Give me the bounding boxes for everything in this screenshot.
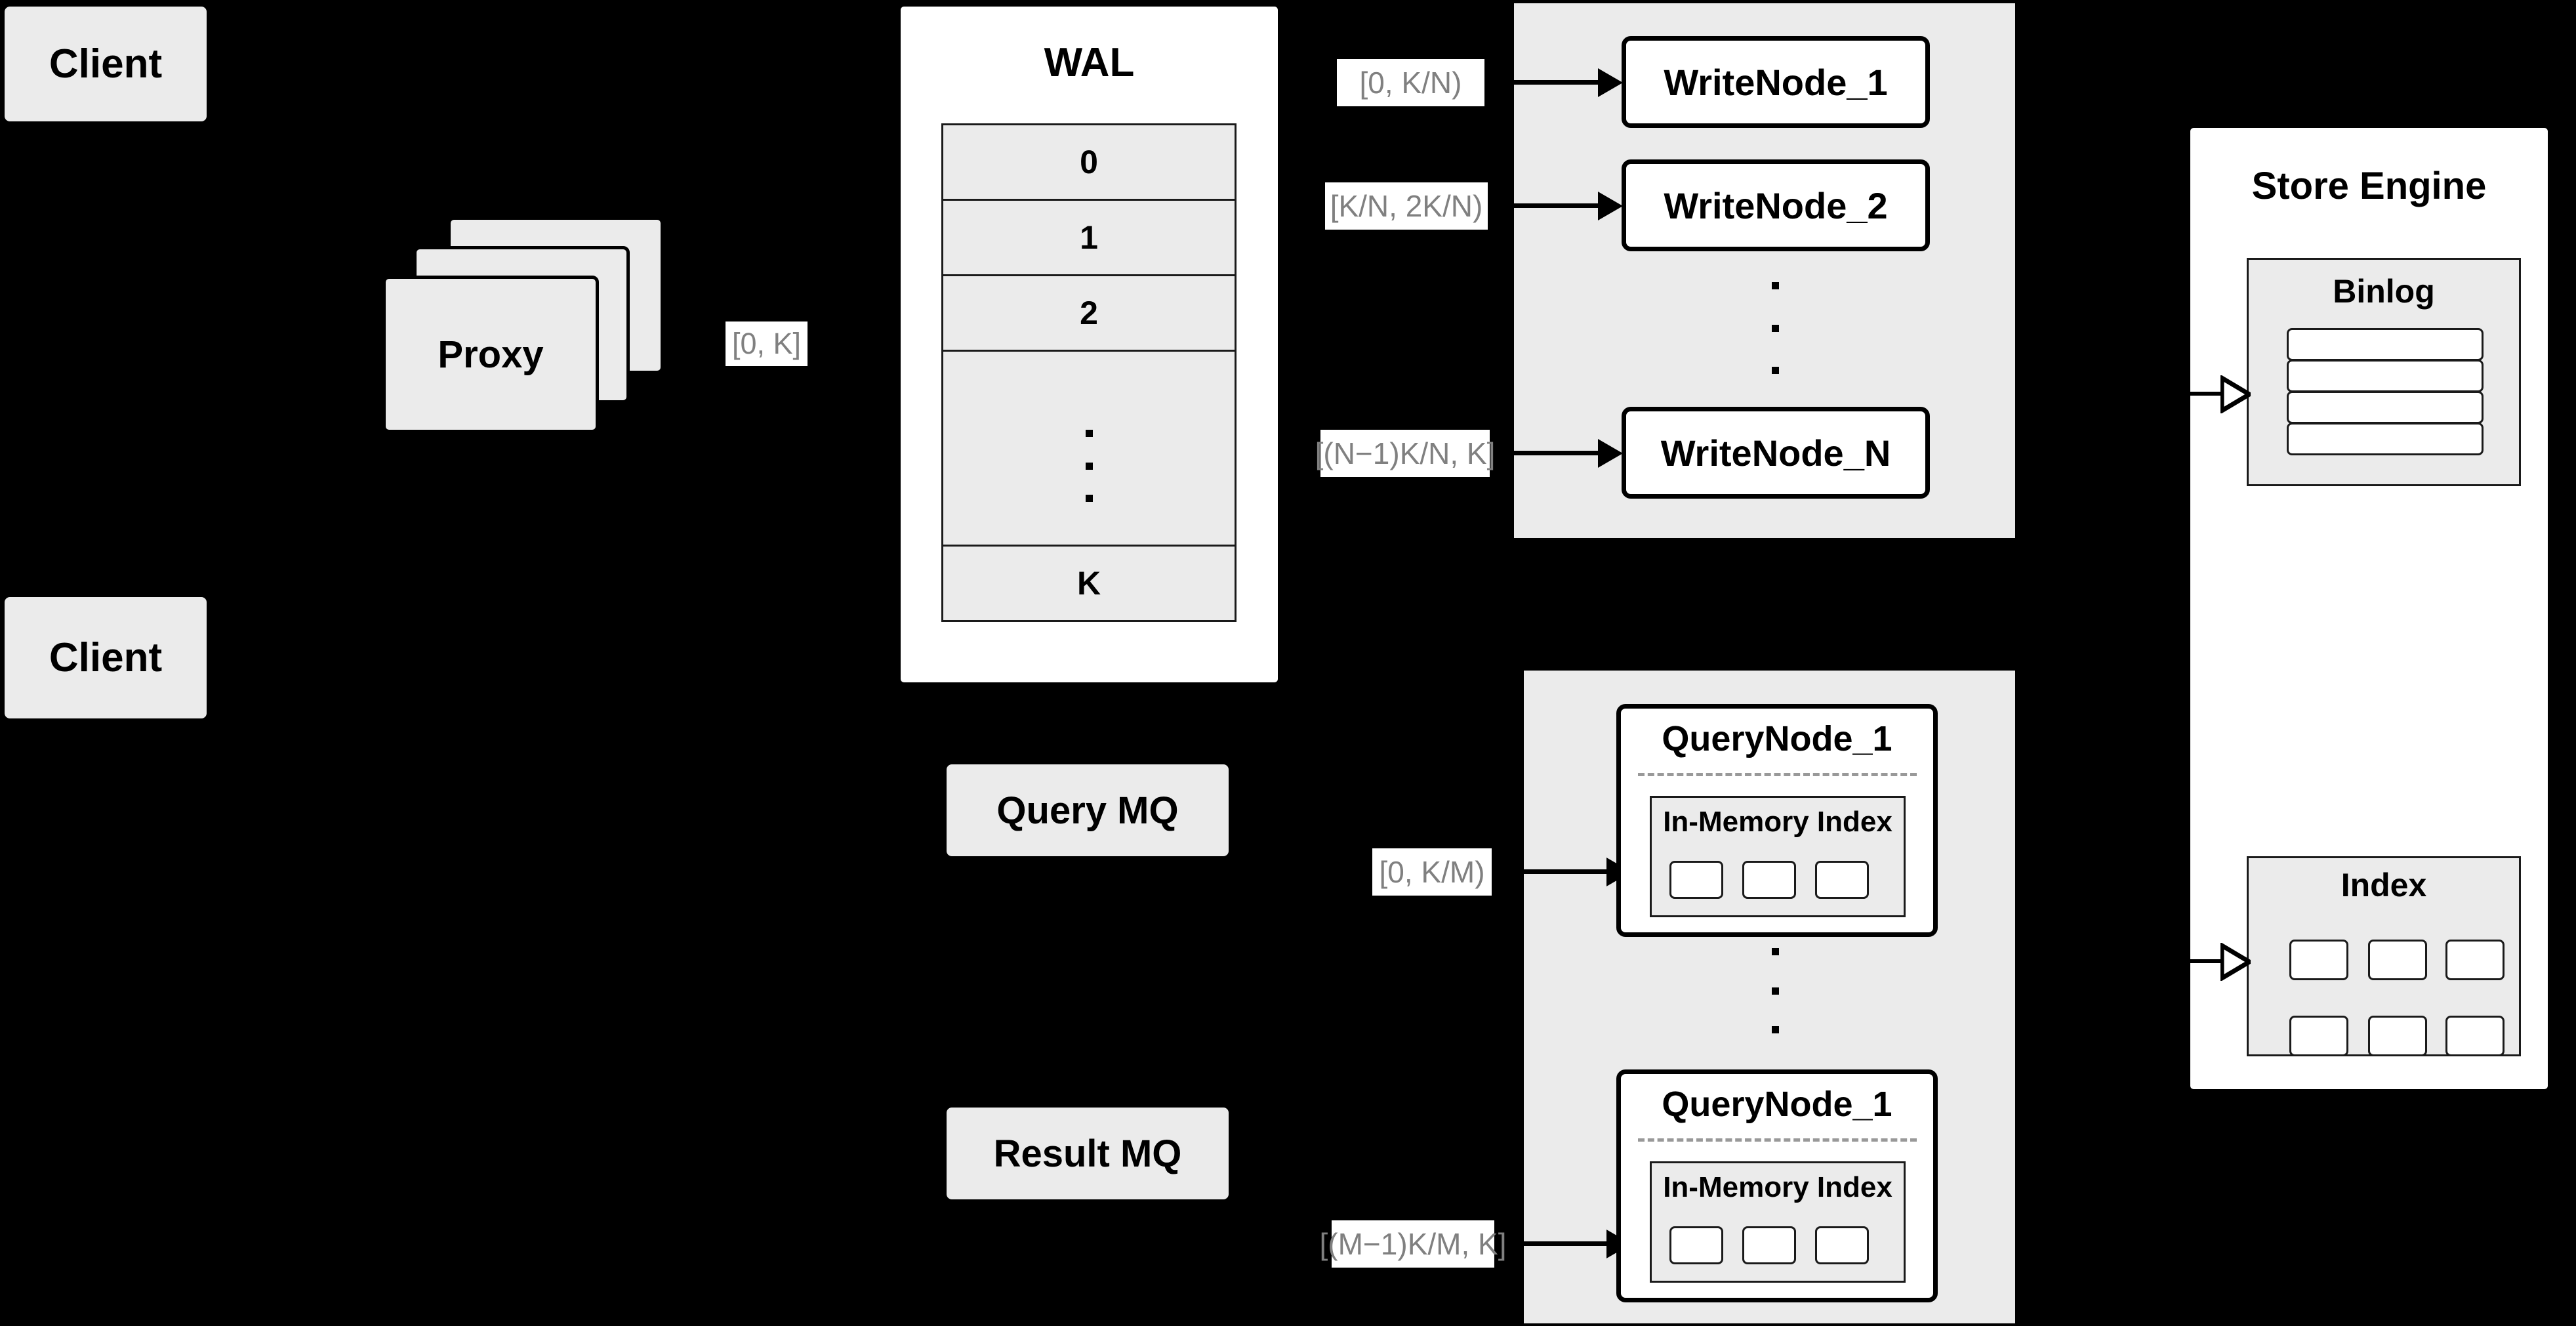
result-mq-label: Result MQ [993, 1132, 1182, 1175]
wal-row-label-2: 2 [1080, 295, 1098, 331]
index-cell-2 [2368, 940, 2427, 980]
edge-label-proxy-to-wal: [0, K] [726, 321, 808, 366]
arrow-head-writenode-1-icon [1598, 68, 1623, 97]
wal-title: WAL [1044, 40, 1135, 85]
arrow-line-querynode-m [1524, 1241, 1609, 1246]
query-mq-box[interactable]: Query MQ [947, 764, 1229, 856]
query-node-1-index-label: In-Memory Index [1663, 806, 1892, 838]
arrow-head-to-index-icon [2220, 943, 2251, 981]
arrow-line-querynode-1 [1524, 869, 1609, 874]
write-node-1-label: WriteNode_1 [1664, 61, 1888, 103]
wal-row-1: 1 [941, 199, 1237, 276]
query-node-1-index-cell-2 [1742, 861, 1796, 899]
wal-row-2: 2 [941, 274, 1237, 352]
wal-row-0: 0 [941, 123, 1237, 201]
query-node-2-label: QueryNode_1 [1662, 1085, 1892, 1124]
query-node-ellipsis-dots-icon [1772, 948, 1779, 1033]
write-node-n[interactable]: WriteNode_N [1622, 407, 1930, 499]
client-label-2: Client [49, 635, 163, 680]
arrow-line-writenode-1 [1514, 80, 1601, 85]
write-node-2[interactable]: WriteNode_2 [1622, 159, 1930, 251]
arrow-head-to-binlog-icon [2220, 375, 2251, 413]
edge-label-mq-to-querynode-m: [(M−1)K/M, K] [1320, 1220, 1507, 1268]
binlog-label: Binlog [2333, 273, 2435, 310]
wal-row-label-0: 0 [1080, 144, 1098, 180]
query-node-2-index-cell-2 [1742, 1226, 1796, 1264]
arrow-line-writenode-2 [1514, 203, 1601, 208]
arrow-line-to-binlog [2188, 392, 2226, 396]
wal-row-label-1: 1 [1080, 219, 1098, 256]
result-mq-box[interactable]: Result MQ [947, 1108, 1229, 1199]
binlog-row-2 [2287, 360, 2484, 392]
binlog-row-4 [2287, 423, 2484, 455]
write-node-ellipsis-dots-icon [1772, 282, 1779, 374]
index-cell-1 [2289, 940, 2348, 980]
binlog-row-3 [2287, 391, 2484, 424]
index-cell-4 [2289, 1016, 2348, 1056]
arrow-head-writenode-n-icon [1598, 439, 1623, 468]
write-node-n-label: WriteNode_N [1660, 432, 1891, 474]
query-node-2-index-label: In-Memory Index [1663, 1171, 1892, 1203]
query-node-2-divider [1638, 1138, 1917, 1142]
query-node-1-index-cell-1 [1669, 861, 1723, 899]
arrow-head-writenode-2-icon [1598, 192, 1623, 220]
client-label-1: Client [49, 41, 163, 87]
edge-label-wal-to-writenode-n: [(N−1)K/N, K] [1315, 430, 1495, 477]
edge-label-wal-to-writenode-1: [0, K/N) [1337, 59, 1484, 106]
client-box-2[interactable]: Client [5, 597, 207, 718]
edge-label-wal-to-writenode-2: [K/N, 2K/N) [1325, 182, 1488, 230]
query-node-1-label: QueryNode_1 [1662, 719, 1892, 758]
query-node-1-divider [1638, 773, 1917, 776]
proxy-label: Proxy [438, 333, 544, 376]
wal-row-ellipsis [941, 350, 1237, 547]
write-node-2-label: WriteNode_2 [1664, 184, 1888, 226]
query-node-1-index-cell-3 [1815, 861, 1869, 899]
edge-label-mq-to-querynode-1: [0, K/M) [1372, 848, 1492, 896]
query-mq-label: Query MQ [996, 789, 1179, 832]
write-node-1[interactable]: WriteNode_1 [1622, 36, 1930, 128]
query-node-2-index-cell-1 [1669, 1226, 1723, 1264]
index-cell-5 [2368, 1016, 2427, 1056]
arrow-line-writenode-n [1514, 451, 1601, 455]
query-node-2-index-cell-3 [1815, 1226, 1869, 1264]
proxy-card-front[interactable]: Proxy [382, 276, 599, 433]
index-cell-6 [2445, 1016, 2504, 1056]
wal-ellipsis-dots-icon [1086, 430, 1093, 502]
binlog-row-1 [2287, 328, 2484, 361]
store-engine-title: Store Engine [2251, 165, 2487, 207]
wal-row-k: K [941, 545, 1237, 622]
client-box-1[interactable]: Client [5, 7, 207, 121]
wal-row-label-4: K [1076, 565, 1101, 602]
index-cell-3 [2445, 940, 2504, 980]
arrow-line-to-index [2188, 959, 2226, 963]
index-label: Index [2341, 867, 2427, 903]
